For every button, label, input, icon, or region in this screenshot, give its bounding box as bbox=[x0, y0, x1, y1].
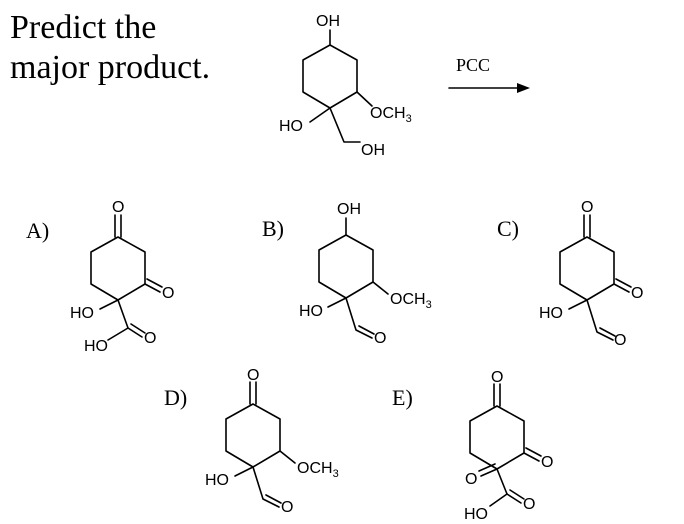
bond bbox=[480, 468, 498, 477]
bond bbox=[146, 278, 163, 288]
bond bbox=[509, 489, 525, 500]
atom-label: HO bbox=[84, 338, 108, 355]
atom-label: O bbox=[144, 330, 156, 347]
choice-e-label[interactable]: E) bbox=[392, 385, 413, 410]
bond bbox=[107, 327, 129, 341]
arrow-head bbox=[517, 83, 530, 93]
ring bbox=[302, 44, 358, 109]
atom-label: OH bbox=[337, 201, 361, 218]
bond-c3-o bbox=[356, 91, 373, 107]
choice-a-label[interactable]: A) bbox=[26, 218, 49, 243]
choice-b-label[interactable]: B) bbox=[262, 216, 284, 241]
atom-label: O bbox=[581, 199, 593, 216]
label-ho: HO bbox=[279, 118, 303, 135]
atom-label: O bbox=[491, 369, 503, 386]
atom-label: HO bbox=[299, 303, 323, 320]
atom-label: O bbox=[247, 367, 259, 384]
atom-label: O bbox=[112, 199, 124, 216]
bond bbox=[99, 299, 119, 310]
bond bbox=[144, 283, 161, 293]
atom-label: O bbox=[162, 285, 174, 302]
atom-label: HO bbox=[205, 472, 229, 489]
label-och3: OCH3 bbox=[370, 105, 412, 125]
choice-d-structure[interactable]: O OCH3 HO O bbox=[205, 367, 339, 516]
label-ch2-oh: OH bbox=[361, 142, 385, 159]
bond bbox=[279, 450, 296, 464]
bond bbox=[506, 493, 522, 504]
bond bbox=[469, 405, 525, 470]
bond bbox=[117, 299, 129, 329]
atom-label: HO bbox=[539, 305, 563, 322]
choice-a-structure[interactable]: O O HO HO O bbox=[70, 199, 174, 355]
reagent-label: PCC bbox=[456, 55, 490, 75]
starting-material: OH OCH3 HO OH bbox=[279, 13, 412, 159]
atom-label: OCH3 bbox=[390, 291, 432, 311]
bond bbox=[478, 463, 496, 472]
bond bbox=[615, 278, 632, 288]
atom-label: O bbox=[541, 454, 553, 471]
bond-c4-ho bbox=[309, 107, 331, 123]
question-line-1: Predict the bbox=[10, 9, 157, 46]
choice-b-structure[interactable]: OH OCH3 HO O bbox=[299, 201, 432, 347]
bond bbox=[127, 327, 143, 338]
atom-label: O bbox=[374, 330, 386, 347]
choice-e-structure[interactable]: O O O HO O bbox=[464, 369, 553, 523]
choice-d-label[interactable]: D) bbox=[164, 385, 187, 410]
bond bbox=[372, 281, 389, 295]
atom-label: O bbox=[281, 499, 293, 516]
bond bbox=[130, 323, 146, 334]
choice-c-structure[interactable]: O O HO O bbox=[539, 199, 643, 349]
bond bbox=[358, 325, 375, 335]
reaction-arrow: PCC bbox=[448, 55, 530, 93]
bond bbox=[523, 452, 540, 462]
atom-label: O bbox=[465, 471, 477, 488]
atom-label: OCH3 bbox=[297, 460, 339, 480]
bond bbox=[225, 403, 281, 468]
bond bbox=[265, 494, 282, 504]
bond bbox=[496, 468, 508, 495]
bond bbox=[252, 466, 280, 508]
question-line-2: major product. bbox=[10, 49, 211, 86]
bond bbox=[489, 493, 508, 507]
bond bbox=[345, 297, 373, 339]
bond bbox=[327, 297, 347, 308]
bond bbox=[586, 299, 614, 341]
bond bbox=[559, 236, 615, 301]
atom-label: HO bbox=[70, 305, 94, 322]
bond bbox=[90, 236, 146, 301]
bond bbox=[525, 447, 542, 457]
bond bbox=[318, 234, 374, 299]
label-oh: OH bbox=[316, 13, 340, 30]
bond bbox=[234, 466, 254, 477]
bond bbox=[568, 299, 588, 310]
choice-c-label[interactable]: C) bbox=[497, 216, 519, 241]
atom-label: O bbox=[614, 332, 626, 349]
atom-label: HO bbox=[464, 506, 488, 523]
bond-ch2-oh bbox=[329, 107, 361, 143]
bond bbox=[613, 283, 630, 293]
bond bbox=[599, 327, 616, 337]
question-text: Predict the major product. bbox=[10, 8, 210, 88]
atom-label: O bbox=[631, 285, 643, 302]
atom-label: O bbox=[523, 496, 535, 513]
